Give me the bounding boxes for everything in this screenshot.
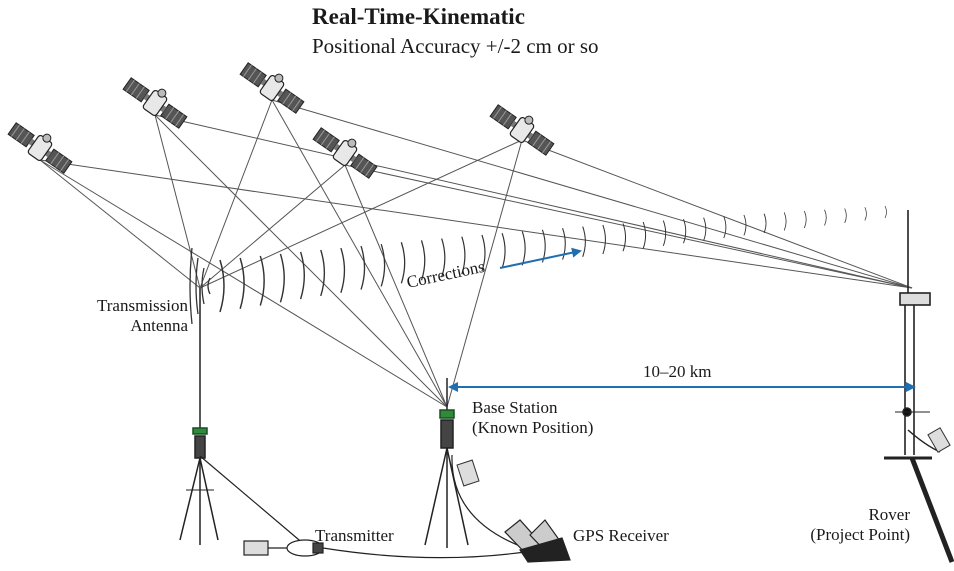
rover-line1: Rover [868,505,910,524]
wave-arc [864,207,867,221]
wave-arc [743,214,747,236]
wave-arc [783,212,787,231]
corrections-arrow [499,247,582,269]
wave-arc [360,245,366,290]
transmission-antenna-label: Transmission Antenna [62,296,188,336]
tripod-icon [179,288,219,545]
wave-arc [501,233,506,269]
wave-arc [642,221,647,249]
wave-arc [562,228,566,260]
page-title: Real-Time-Kinematic [312,4,525,29]
wave-arc [189,247,193,325]
transmitter-icon [199,454,526,559]
wave-arc [380,243,386,287]
wave-arc [259,255,265,306]
wave-arc [441,238,446,278]
wave-arc [420,240,426,281]
wave-arc [207,277,211,295]
transmission-antenna-line1: Transmission [96,296,188,315]
wave-arc [703,217,707,241]
satellite-icon [487,96,560,160]
wave-arc [195,257,199,315]
wave-arc [219,259,225,313]
wave-arc [763,213,767,234]
wave-arc [521,231,526,266]
wave-arc [279,253,285,303]
wave-arc [582,226,586,257]
wave-arc [481,234,486,272]
satellite-icon [237,54,310,118]
distance-label: 10–20 km [643,362,712,381]
wave-arc [239,257,245,309]
wave-arc [824,209,827,226]
signal-lines [39,99,913,408]
rover-line2: (Project Point) [810,525,910,544]
page-subtitle: Positional Accuracy +/-2 cm or so [312,34,599,58]
wave-arc [461,236,466,275]
wave-arc [884,205,887,219]
wave-arc [602,224,606,255]
wave-arc [723,216,727,239]
wave-arc [844,208,847,224]
transmitter-label: Transmitter [315,526,394,545]
wave-arc [804,210,807,229]
corrections-label: Corrections [405,257,487,292]
wave-arc [683,218,687,244]
wave-arc [400,242,406,284]
gps-receiver-label: GPS Receiver [573,526,669,545]
wave-arc [662,220,667,247]
satellite-icon [5,114,78,178]
wave-arc [201,267,205,305]
tripod-icon [424,378,480,548]
base-station-line1: Base Station [472,398,558,417]
wave-arc [320,249,326,297]
correction-waves [189,205,887,325]
transmission-antenna-line2: Antenna [130,316,188,335]
gps-receiver-icon [504,519,571,563]
base-station-line2: (Known Position) [472,418,594,437]
rover-pole-icon [884,210,954,563]
base-station-label: Base Station (Known Position) [472,398,593,438]
rover-label: Rover (Project Point) [770,505,910,545]
wave-arc [622,223,627,252]
wave-arc [340,247,346,293]
wave-arc [299,251,306,300]
